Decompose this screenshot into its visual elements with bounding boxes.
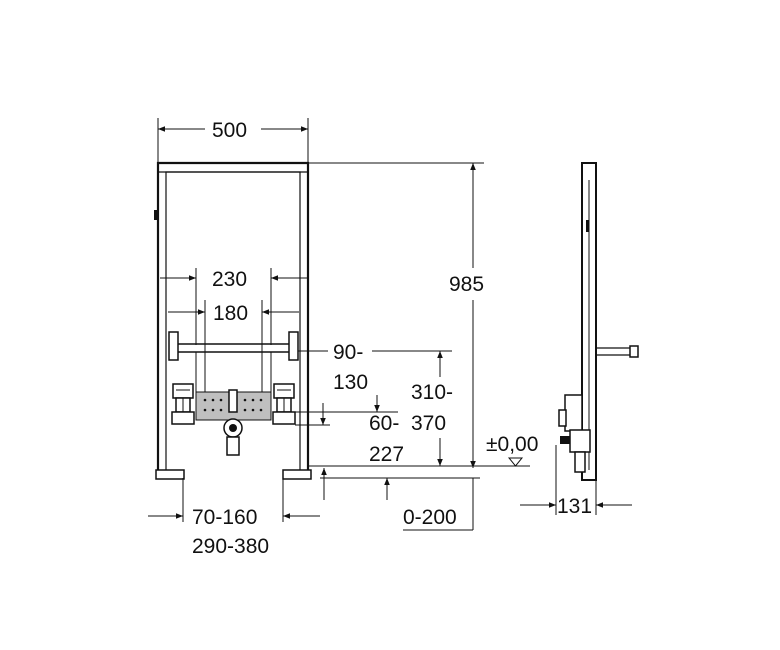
dim-foot-offset (148, 478, 320, 522)
dim-spacing-outer (160, 268, 307, 345)
dim-width (157, 118, 309, 163)
right-valve-icon (272, 383, 296, 425)
left-valve-icon (171, 383, 195, 425)
label-drain-height-a: 60- (369, 412, 399, 435)
label-supply-height-b: 370 (411, 412, 446, 435)
dim-foot-extension (403, 478, 474, 531)
side-view-frame (558, 162, 639, 481)
front-view-frame (154, 161, 312, 480)
label-floor-level: ±0,00 (486, 433, 538, 456)
label-foot-offset: 70-160 (192, 506, 257, 529)
dim-depth (520, 445, 632, 515)
label-bar-height-b: 130 (333, 371, 368, 394)
label-foot-range: 290-380 (192, 535, 269, 558)
dim-drain-height (295, 395, 398, 426)
label-spacing-outer: 230 (212, 268, 247, 291)
dim-floor-level (308, 457, 530, 500)
dim-spacing-inner (168, 300, 299, 352)
label-height: 985 (449, 273, 484, 296)
label-depth: 131 (557, 495, 592, 518)
label-supply-height-a: 310- (411, 381, 453, 404)
dim-height (308, 162, 484, 468)
label-drain-height-b: 227 (369, 443, 404, 466)
label-spacing-inner: 180 (213, 302, 248, 325)
label-bar-height-a: 90- (333, 341, 363, 364)
label-width: 500 (212, 119, 247, 142)
label-foot-extension: 0-200 (403, 506, 457, 529)
